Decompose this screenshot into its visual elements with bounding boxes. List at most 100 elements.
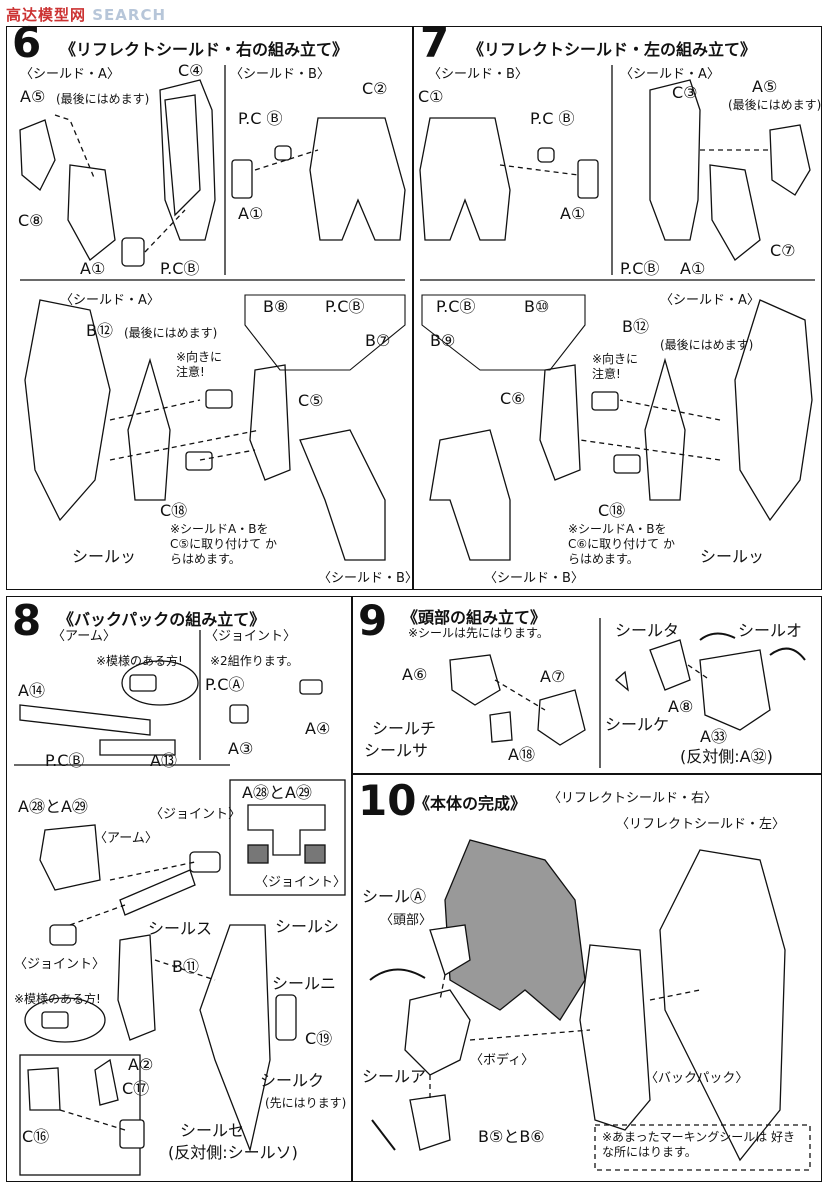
step8-a2-part [94,1058,119,1106]
step8-seal-ku-label: シールク [260,1071,325,1090]
step7-b12-note: (最後にはめます) [660,338,754,352]
step7-panel [413,26,822,590]
step8-arm2-label: 〈アーム〉 [94,831,158,846]
step8-two-sets-note: ※2組作ります。 [210,654,299,668]
step9-a7-head-half [537,689,586,746]
step8-arm-a14 [19,704,151,736]
step6-number: 6 [12,18,42,67]
step7-a1-part [577,159,599,199]
step8-joint-box [229,779,346,896]
step10-waist [409,1094,451,1151]
step10-seal-a [369,968,426,981]
step10-head-label: 〈頭部〉 [380,913,433,928]
step8-arm-part [119,869,196,916]
step8-pattern-callout2 [24,997,106,1043]
step9-title: 《頭部の組み立て》 [402,608,547,627]
step7-pcb3-label: P.CⒷ [436,297,476,316]
step9-a8-label: A⑧ [668,697,694,716]
step7-b9-label: B⑨ [430,331,456,350]
step8-arm-a13 [99,739,176,756]
step6-a1-label: A① [80,259,106,278]
step8-joint-foot-l [247,844,269,864]
step8-number: 8 [12,596,42,645]
step7-pcb2-label: P.CⒷ [620,259,660,278]
step8-c17-label: C⑰ [122,1079,150,1098]
step9-opposite-label: (反対側:A㉜) [680,747,773,766]
step10-shield-left [659,849,786,1162]
step9-seal-ta [699,632,736,641]
step8-c19-part [275,994,297,1041]
watermark-prefix: 高达模型网 [6,6,87,24]
step7-pc-part [537,147,555,163]
step7-c6-label: C⑥ [500,389,526,408]
step8-a4-label: A④ [305,719,331,738]
step8-guides [59,861,216,1131]
step7-a1-top-label: A① [560,204,586,223]
step7-b12-label: B⑫ [622,317,649,336]
step8-subassembly-box [19,1054,141,1176]
step8-panel [6,596,352,1182]
step7-callout [421,294,586,371]
watermark: 高达模型网 SEARCH [6,4,166,25]
step10-seal-a2-label: シールア [362,1067,427,1086]
step9-a18-part [489,711,513,743]
step6-shield-b-part [309,117,406,241]
step9-a6-label: A⑥ [402,665,428,684]
step8-backpack-b11 [199,924,271,1153]
step7-lower-shield-b [429,429,511,561]
step8-a4-part [299,679,323,695]
step9-seal-ke [615,670,629,692]
step7-guides [499,149,770,461]
step7-a1-label: A① [680,259,706,278]
step8-pattern-note: ※模様のある方! [96,654,183,668]
step8-joint2-label: 〈ジョイント〉 [150,807,242,822]
step8-a28a29-label: A㉘とA㉙ [18,797,88,816]
step8-pattern-callout [121,660,199,706]
step6-caution: ※向きに 注意! [176,350,223,379]
step10-shield-l-label: 〈リフレクトシールド・左〉 [616,817,786,832]
step9-seal-o [769,647,806,661]
step9-seal-ke-label: シールケ [605,715,670,734]
step8-c16-label: C⑯ [22,1127,50,1146]
step6-c4-label: C④ [178,61,204,80]
step10-panel [352,774,822,1182]
step6-lower-shield-b [299,429,386,561]
step7-caution: ※向きに 注意! [592,352,639,381]
step8-seal-se-label: シールセ [180,1121,245,1140]
step7-block2 [613,454,641,474]
step8-a28a29b-label: A㉘とA㉙ [242,783,312,802]
step7-b12-part [644,357,686,501]
step7-shield-a-part [649,79,701,241]
step9-number: 9 [358,596,388,645]
step6-c5-part [249,364,291,481]
watermark-site: SEARCH [92,6,167,24]
step8-a14-label: A⑭ [18,681,45,700]
step8-c17-part [119,1119,145,1149]
step7-b10-label: B⑩ [524,297,550,316]
step9-a33-label: A㉝ [700,727,727,746]
step10-title: 《本体の完成》 [414,794,527,813]
step8-joint-part [189,851,221,873]
step7-c7-part [709,164,761,261]
step7-shield-b2-label: 〈シールド・B〉 [484,571,584,586]
step10-backpack [579,944,651,1131]
step6-pc-part [274,145,292,161]
step9-seal-chi-label: シールチ [372,719,437,738]
step9-seal-o-label: シールオ [738,621,803,640]
step7-a5-label: A⑤ [752,77,778,96]
step6-large-shield-a [24,299,111,522]
step6-shield-a2-label: 〈シールド・A〉 [60,293,160,308]
step10-seal-a-label: シールⒶ [362,887,427,906]
step9-note: ※シールは先にはります。 [408,626,549,640]
step7-c6-part [539,364,581,481]
step8-pattern-note2: ※模様のある方! [14,992,101,1006]
step7-number: 7 [420,18,450,67]
step8-ku-note: (先にはります) [265,1096,347,1110]
step8-c16-part [27,1067,61,1111]
step6-c2-label: C② [362,79,388,98]
step8-c19-label: C⑲ [305,1029,333,1048]
step7-seal-label: シールッ [700,547,765,566]
step8-joint3-label: 〈ジョイント〉 [255,875,347,890]
step6-guides [54,114,319,461]
